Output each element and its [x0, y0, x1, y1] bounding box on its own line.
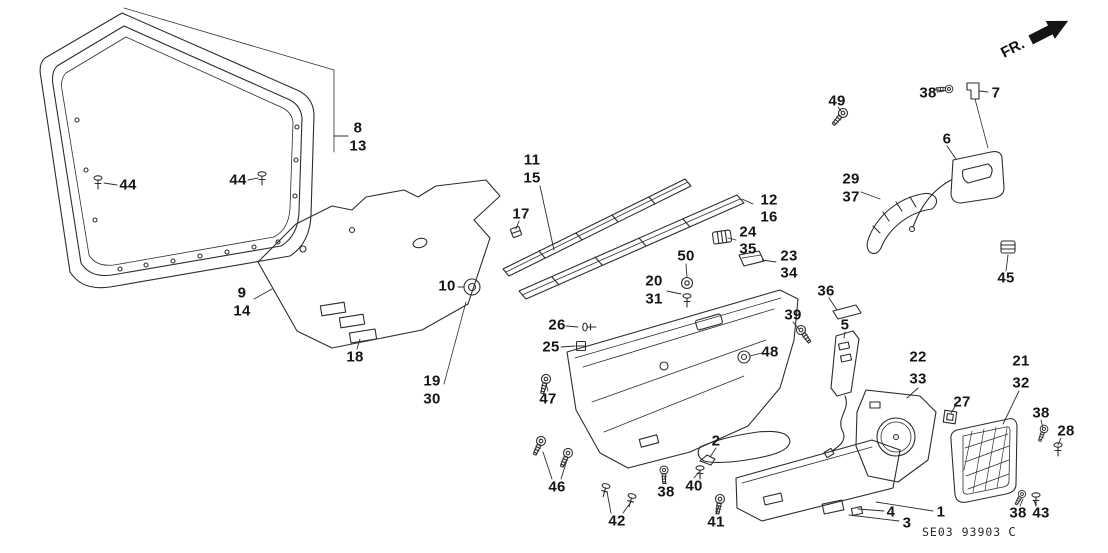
switch-panel-drawing — [823, 304, 862, 459]
part-label-27: 27 — [953, 393, 971, 411]
screw-icon — [530, 434, 548, 458]
part-label-23: 23 — [780, 247, 798, 265]
fastener-icons — [530, 84, 1063, 516]
part-label-4: 4 — [886, 503, 896, 521]
part-label-3: 3 — [902, 514, 912, 532]
fr-arrow-icon — [1028, 20, 1069, 45]
part-label-42: 42 — [608, 512, 626, 530]
part-label-37: 37 — [842, 188, 860, 206]
lower-garnish-drawing — [735, 439, 901, 522]
run-channel-strips-drawing — [502, 178, 745, 300]
bracket-icon — [699, 454, 716, 466]
part-label-29: 29 — [842, 170, 860, 188]
part-label-8: 8 — [353, 119, 363, 137]
part-label-13: 13 — [349, 137, 367, 155]
trim-clip-icon — [682, 293, 692, 308]
part-label-38: 38 — [1032, 404, 1050, 422]
screw-icon — [712, 493, 726, 516]
part-label-47: 47 — [539, 390, 557, 408]
part-label-38: 38 — [919, 84, 937, 102]
handle-clip-icon — [966, 82, 980, 100]
trim-clip-icon — [582, 322, 597, 332]
part-label-38: 38 — [657, 483, 675, 501]
diagram-code-suffix: C — [1008, 524, 1017, 539]
insulator-panel-drawing — [257, 179, 501, 349]
part-label-44: 44 — [119, 176, 137, 194]
part-label-49: 49 — [828, 92, 846, 110]
fr-direction-arrow: FR. — [998, 20, 1069, 62]
part-label-16: 16 — [760, 208, 778, 226]
grab-rail-drawing — [866, 192, 938, 255]
diagram-code-text: SE03 93903 — [922, 525, 1002, 539]
weatherstrip-clip-icon — [257, 171, 267, 186]
part-label-25: 25 — [542, 338, 560, 356]
part-label-5: 5 — [840, 316, 850, 334]
part-label-50: 50 — [677, 247, 695, 265]
part-label-30: 30 — [423, 390, 441, 408]
rear-lower-trim-drawing — [855, 389, 958, 483]
part-label-39: 39 — [784, 306, 802, 324]
fr-label: FR. — [998, 35, 1027, 61]
part-label-9: 9 — [237, 284, 247, 302]
vent-bracket-icon — [711, 229, 733, 245]
retainer-clip-icon — [1000, 240, 1016, 254]
part-label-48: 48 — [761, 343, 779, 361]
clip-icon — [942, 409, 958, 425]
weatherstrip-clip-icon — [93, 175, 103, 190]
push-pin-icon — [624, 492, 637, 509]
door-weatherstrip-drawing — [39, 12, 315, 289]
part-label-36: 36 — [817, 282, 835, 300]
part-label-41: 41 — [707, 513, 725, 531]
part-label-28: 28 — [1057, 422, 1075, 440]
part-label-43: 43 — [1032, 504, 1050, 522]
part-label-35: 35 — [739, 240, 757, 258]
screw-icon — [659, 465, 669, 484]
upper-brackets-drawing — [680, 229, 765, 308]
part-label-32: 32 — [1012, 374, 1030, 392]
part-label-19: 19 — [423, 372, 441, 390]
door-trim-panel-drawing — [566, 289, 799, 469]
part-label-11: 11 — [523, 151, 541, 169]
part-label-45: 45 — [997, 269, 1015, 287]
grommet-icon — [680, 276, 694, 290]
part-label-17: 17 — [512, 205, 530, 223]
part-label-44: 44 — [229, 171, 247, 189]
part-label-26: 26 — [548, 316, 566, 334]
part-label-20: 20 — [645, 272, 663, 290]
part-label-34: 34 — [780, 264, 798, 282]
part-label-38: 38 — [1009, 504, 1027, 522]
part-label-1: 1 — [936, 503, 946, 521]
part-label-15: 15 — [523, 169, 541, 187]
push-pin-icon — [598, 482, 611, 499]
part-label-21: 21 — [1012, 352, 1030, 370]
part-label-12: 12 — [760, 191, 778, 209]
part-label-22: 22 — [909, 348, 927, 366]
bracket-icon — [738, 250, 765, 267]
part-label-2: 2 — [711, 432, 721, 450]
part-label-40: 40 — [685, 477, 703, 495]
diagram-code: SE03 93903 C — [922, 524, 1017, 539]
part-label-31: 31 — [645, 290, 663, 308]
pocket-grille-drawing — [950, 418, 1018, 503]
part-label-6: 6 — [942, 130, 952, 148]
leader-lines — [103, 90, 1062, 522]
part-label-46: 46 — [548, 478, 566, 496]
part-label-14: 14 — [233, 302, 251, 320]
inner-handle-drawing — [908, 82, 1005, 233]
part-label-7: 7 — [991, 84, 1001, 102]
part-label-24: 24 — [739, 223, 757, 241]
part-label-33: 33 — [909, 370, 927, 388]
region-boundary-lines — [123, 7, 989, 385]
part-label-10: 10 — [438, 277, 456, 295]
part-label-18: 18 — [346, 348, 364, 366]
